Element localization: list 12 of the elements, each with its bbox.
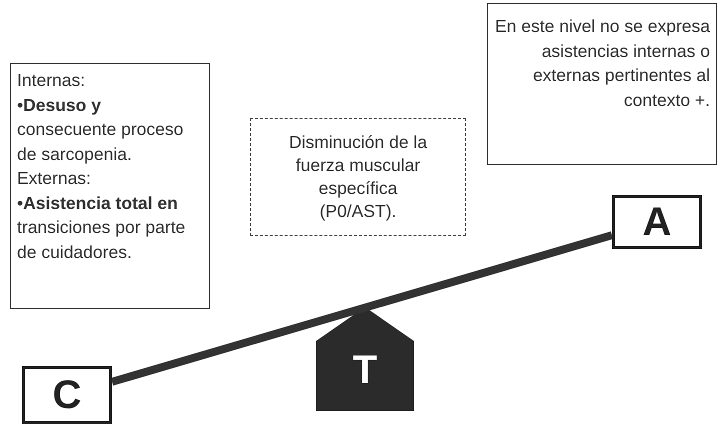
note-text: Disminución de la fuerza muscular específica (P0/AST). (288, 131, 428, 223)
letter-box: C (22, 366, 112, 424)
note-text: •Desuso y consecuente proceso de sarcopenia. (17, 94, 184, 166)
note-text: •Asistencia total en transiciones por parte de cuidadores. (17, 192, 186, 264)
letter-box: A (612, 195, 702, 249)
seesaw-beam (110, 231, 614, 386)
note-text: Externas: (17, 167, 92, 190)
dashed-box (250, 118, 466, 236)
text-box (10, 63, 210, 309)
note-text: Internas: (17, 69, 86, 92)
note-text: En este nivel no se expresa asistencias internas o externas pertinentes al contexto +. (494, 15, 710, 112)
text-box (487, 3, 717, 165)
